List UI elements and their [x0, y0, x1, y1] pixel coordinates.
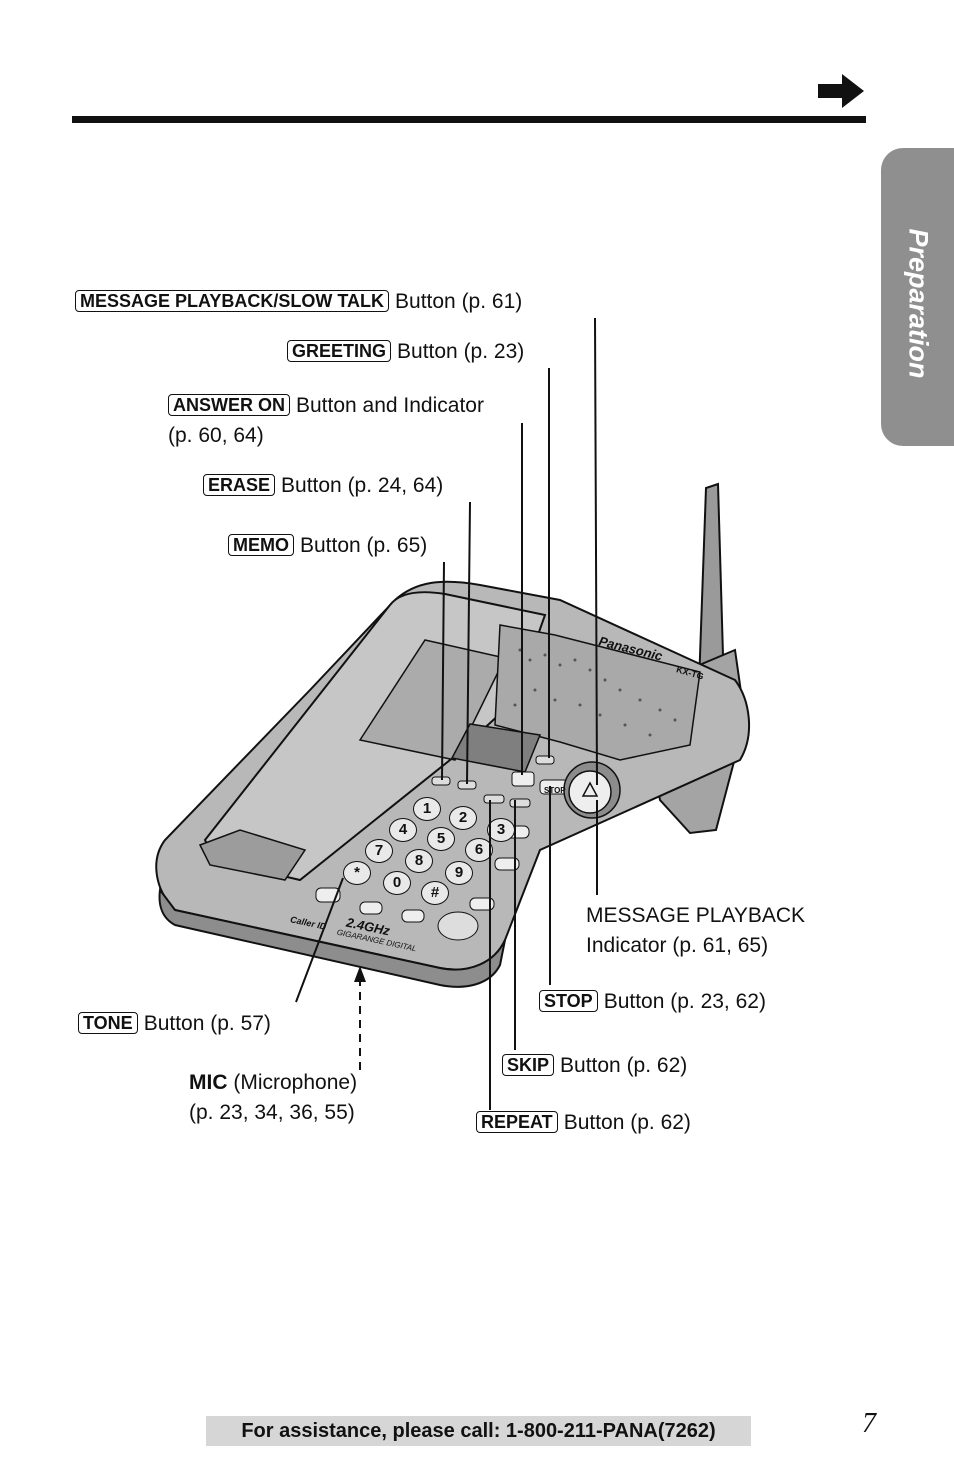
tone-key: TONE [78, 1012, 138, 1034]
keypad-key[interactable]: 2 [449, 806, 477, 830]
skip-key: SKIP [502, 1054, 555, 1076]
stop-key: STOP [539, 990, 598, 1012]
keypad-key[interactable]: 6 [465, 838, 493, 862]
keypad-key[interactable]: * [343, 861, 371, 885]
message-playback-text: Button (p. 61) [395, 290, 523, 313]
keypad-key[interactable]: 1 [413, 797, 441, 821]
memo-key: MEMO [228, 534, 294, 556]
assistance-footer: For assistance, please call: 1-800-211-P… [206, 1416, 751, 1446]
mic-text: (Microphone) [233, 1071, 358, 1094]
tone-text: Button (p. 57) [143, 1012, 271, 1035]
answer-on-key: ANSWER ON [168, 394, 290, 416]
mic-callout: MIC (Microphone) [189, 1070, 357, 1096]
answer-on-text: Button and Indicator [296, 394, 484, 417]
keypad-key[interactable]: 8 [405, 849, 433, 873]
answer-on-pages: (p. 60, 64) [168, 424, 264, 447]
repeat-text: Button (p. 62) [563, 1111, 691, 1134]
erase-key: ERASE [203, 474, 276, 496]
memo-text: Button (p. 65) [300, 534, 428, 557]
keypad-key[interactable]: 9 [445, 861, 473, 885]
mic-pages: (p. 23, 34, 36, 55) [189, 1101, 355, 1124]
keypad-key[interactable]: 7 [365, 839, 393, 863]
greeting-key: GREETING [287, 340, 392, 362]
memo-callout: MEMO Button (p. 65) [228, 533, 427, 559]
keypad-key[interactable]: # [421, 881, 449, 905]
header-rule [72, 116, 866, 123]
stop-key-label: STOP [544, 786, 566, 795]
keypad-key[interactable]: 5 [427, 827, 455, 851]
answer-on-callout: ANSWER ON Button and Indicator [168, 393, 484, 419]
page-number: 7 [862, 1408, 876, 1439]
mic-label: MIC [189, 1071, 228, 1094]
greeting-text: Button (p. 23) [397, 340, 525, 363]
stop-text: Button (p. 23, 62) [603, 990, 766, 1013]
erase-text: Button (p. 24, 64) [281, 474, 444, 497]
msg-indicator-line1: MESSAGE PLAYBACK [586, 904, 806, 927]
keypad-key[interactable]: 0 [383, 871, 411, 895]
right-arrow-icon [818, 74, 864, 108]
message-playback-key: MESSAGE PLAYBACK/SLOW TALK [75, 290, 390, 312]
skip-text: Button (p. 62) [560, 1054, 688, 1077]
section-tab [881, 148, 954, 446]
msg-indicator-line2: Indicator (p. 61, 65) [586, 934, 769, 957]
keypad-key[interactable]: 4 [389, 818, 417, 842]
repeat-key: REPEAT [476, 1111, 558, 1133]
